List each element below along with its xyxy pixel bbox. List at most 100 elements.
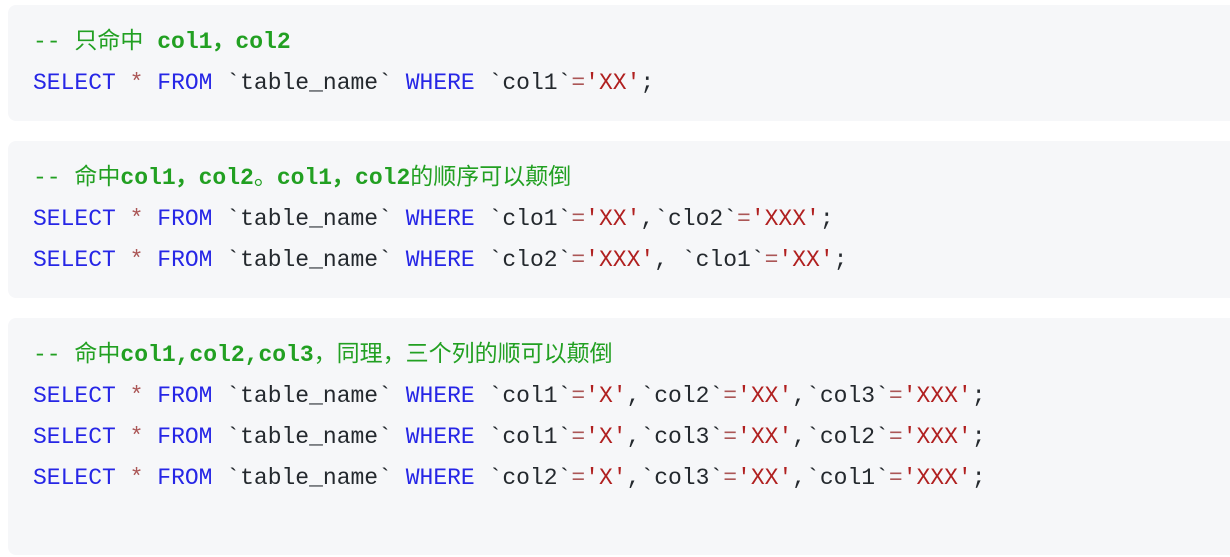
sql-string: 'XX' [585, 70, 641, 96]
sql-text [143, 424, 157, 450]
sql-string: 'XXX' [750, 206, 820, 232]
code-line: SELECT * FROM `table_name` WHERE `col1` =… [33, 417, 1217, 458]
sql-keyword: FROM [157, 247, 213, 273]
sql-keyword: SELECT [33, 247, 116, 273]
sql-text: `table_name` [212, 383, 406, 409]
sql-string: 'X' [585, 465, 627, 491]
sql-keyword: WHERE [405, 465, 475, 491]
sql-comment-code: col1，col2 [157, 29, 291, 55]
sql-text: , `clo1` [654, 247, 765, 273]
sql-operator: = [723, 383, 738, 409]
sql-keyword: WHERE [405, 383, 475, 409]
sql-text: ; [819, 206, 834, 232]
sql-string: 'X' [585, 424, 627, 450]
sql-text [143, 206, 157, 232]
sql-text: ,`col1` [792, 465, 889, 491]
sql-operator: = [571, 247, 586, 273]
sql-string: 'XX' [585, 206, 641, 232]
sql-text: ; [640, 70, 655, 96]
sql-text: ; [971, 465, 986, 491]
sql-text [143, 465, 157, 491]
sql-keyword: WHERE [405, 247, 475, 273]
sql-text [116, 247, 130, 273]
sql-comment-code: col1,col2,col3 [120, 342, 314, 368]
sql-comment: 的顺序可以颠倒 [410, 165, 572, 191]
sql-text [116, 465, 130, 491]
code-line: -- 只命中 col1，col2 [33, 22, 1217, 63]
code-line: SELECT * FROM `table_name` WHERE `col1`=… [33, 63, 1217, 104]
sql-text: `table_name` [212, 206, 406, 232]
code-line: SELECT * FROM `table_name` WHERE `clo2`=… [33, 240, 1217, 281]
sql-text: `col2` [474, 465, 572, 491]
sql-operator: = [888, 424, 903, 450]
sql-text: ; [971, 383, 986, 409]
sql-operator: = [571, 70, 586, 96]
sql-comment: 。 [253, 165, 277, 191]
sql-string: 'XX' [737, 424, 793, 450]
sql-text: ; [833, 247, 848, 273]
sql-keyword: WHERE [405, 424, 475, 450]
code-line: SELECT * FROM `table_name` WHERE `clo1` =… [33, 199, 1217, 240]
sql-comment: -- 命中 [33, 165, 121, 191]
sql-text: ,`col3` [626, 424, 724, 450]
sql-string: 'XXX' [902, 383, 972, 409]
sql-comment-code: col1，col2 [276, 165, 411, 191]
sql-operator: * [129, 70, 144, 96]
sql-keyword: FROM [157, 70, 213, 96]
sql-operator: = [888, 383, 903, 409]
sql-text [143, 247, 157, 273]
sql-comment-code: col1，col2 [120, 165, 254, 191]
sql-text [143, 70, 157, 96]
sql-text: `table_name` [212, 424, 406, 450]
sql-operator: = [723, 465, 738, 491]
sql-operator: * [129, 206, 144, 232]
code-line: -- 命中col1,col2,col3，同理，三个列的顺可以颠倒 [33, 335, 1217, 376]
sql-operator: = [723, 424, 738, 450]
code-line: -- 命中col1，col2。col1，col2的顺序可以颠倒 [33, 158, 1217, 199]
sql-operator: * [129, 383, 144, 409]
sql-text: `clo1` [474, 206, 572, 232]
code-line: SELECT * FROM `table_name` WHERE `col1`=… [33, 376, 1217, 417]
sql-text: ; [971, 424, 986, 450]
sql-operator: = [764, 247, 779, 273]
sql-operator: = [571, 383, 586, 409]
sql-text: ,`col3` [792, 383, 889, 409]
sql-string: 'XXX' [585, 247, 655, 273]
sql-operator: * [129, 424, 144, 450]
sql-keyword: SELECT [33, 465, 116, 491]
sql-text [116, 70, 130, 96]
sql-keyword: FROM [157, 383, 213, 409]
sql-keyword: FROM [157, 465, 213, 491]
sql-string: 'XXX' [902, 424, 972, 450]
sql-comment: ，同理，三个列的顺可以颠倒 [313, 342, 613, 368]
sql-keyword: FROM [157, 206, 213, 232]
sql-text [116, 206, 130, 232]
sql-comment: -- 命中 [33, 342, 121, 368]
code-block-three-column-hit: -- 命中col1,col2,col3，同理，三个列的顺可以颠倒 SELECT *… [8, 318, 1230, 555]
sql-string: 'XX' [778, 247, 834, 273]
sql-text: `clo2` [474, 247, 572, 273]
sql-operator: = [737, 206, 751, 232]
sql-text: `col1` [474, 383, 572, 409]
sql-text: `col1` [474, 424, 572, 450]
sql-text: ,`col3` [626, 465, 724, 491]
sql-string: 'XX' [737, 465, 793, 491]
sql-text: ,`clo2` [640, 206, 738, 232]
sql-text [143, 383, 157, 409]
sql-keyword: WHERE [405, 206, 475, 232]
sql-keyword: SELECT [33, 206, 116, 232]
sql-comment: -- 只命中 [33, 29, 158, 55]
sql-keyword: SELECT [33, 70, 116, 96]
sql-keyword: SELECT [33, 424, 116, 450]
sql-text: ,`col2` [792, 424, 889, 450]
code-line: SELECT * FROM `table_name` WHERE `col2`=… [33, 458, 1217, 499]
sql-text: `table_name` [212, 247, 406, 273]
sql-operator: * [129, 465, 144, 491]
sql-keyword: FROM [157, 424, 213, 450]
sql-string: 'XXX' [902, 465, 972, 491]
sql-text [116, 424, 130, 450]
